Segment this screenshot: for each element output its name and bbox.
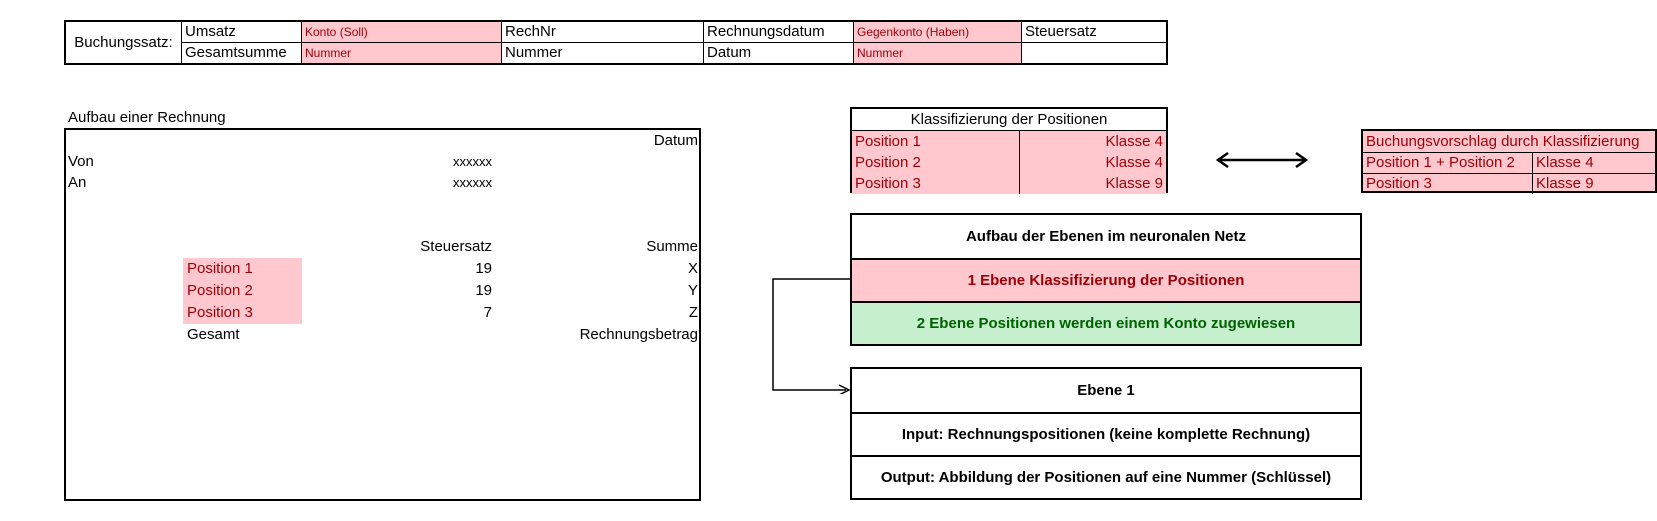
ebene1-box: Ebene 1 Input: Rechnungspositionen (kein… — [850, 367, 1362, 500]
booking-cell-rechnr-nummer: Nummer — [502, 42, 704, 63]
invoice-position-3-tax: 7 — [483, 304, 492, 321]
invoice-from-value: xxxxxx — [453, 154, 492, 169]
classification-row: Position 3 Klasse 9 — [852, 173, 1166, 194]
booking-table: Buchungssatz: Umsatz Konto (Soll) RechNr… — [64, 20, 1168, 65]
booking-cell-umsatz: Umsatz — [182, 22, 302, 43]
layers-box: Aufbau der Ebenen im neuronalen Netz 1 E… — [850, 213, 1362, 346]
ebene1-output: Output: Abbildung der Positionen auf ein… — [852, 455, 1360, 498]
invoice-total-label: Gesamt — [187, 326, 240, 343]
tax-header: Steuersatz — [420, 238, 492, 255]
classification-position: Position 3 — [852, 173, 1020, 194]
classification-class: Klasse 9 — [1105, 175, 1163, 192]
booking-cell-rechnr: RechNr — [502, 22, 704, 43]
invoice-position-2-tax: 19 — [475, 282, 492, 299]
invoice-to-value: xxxxxx — [453, 175, 492, 190]
sum-header: Summe — [646, 238, 698, 255]
connector-arrow-icon — [772, 278, 851, 394]
booking-cell-konto-nummer: Nummer — [302, 42, 502, 63]
invoice-total-value: Rechnungsbetrag — [579, 326, 698, 343]
booking-cell-gesamtsumme: Gesamtsumme — [182, 42, 302, 63]
classification-title: Klassifizierung der Positionen — [852, 109, 1166, 131]
suggestion-class: Klasse 4 — [1536, 154, 1594, 171]
invoice-position-3-sum: Z — [688, 304, 698, 321]
invoice-from-label: Von — [68, 153, 94, 170]
invoice-box: Datum Von xxxxxx An xxxxxx Steuersatz Su… — [64, 128, 701, 501]
invoice-position-3: Position 3 — [183, 302, 302, 324]
classification-class: Klasse 4 — [1105, 154, 1163, 171]
booking-cell-gegenkonto: Gegenkonto (Haben) — [854, 22, 1022, 43]
suggestion-position: Position 1 + Position 2 — [1363, 153, 1533, 173]
invoice-position-2-sum: Y — [687, 282, 698, 299]
booking-cell-steuersatz: Steuersatz — [1025, 23, 1097, 40]
layer-1: 1 Ebene Klassifizierung der Positionen — [852, 258, 1360, 301]
classification-position: Position 2 — [852, 152, 1020, 173]
invoice-position-1-tax: 19 — [475, 260, 492, 277]
invoice-position-1: Position 1 — [183, 258, 302, 280]
classification-position: Position 1 — [852, 131, 1020, 152]
layer-2: 2 Ebene Positionen werden einem Konto zu… — [852, 301, 1360, 344]
invoice-position-1-sum: X — [687, 260, 698, 277]
booking-cell-gegenkonto-nummer: Nummer — [854, 42, 1022, 63]
double-arrow-icon — [1215, 151, 1309, 169]
booking-cell-konto-soll: Konto (Soll) — [302, 22, 502, 43]
invoice-position-2: Position 2 — [183, 280, 302, 302]
invoice-title: Aufbau einer Rechnung — [68, 109, 226, 126]
booking-cell-datum: Datum — [704, 42, 854, 63]
suggestion-table: Buchungsvorschlag durch Klassifizierung … — [1361, 129, 1657, 194]
ebene1-title: Ebene 1 — [1077, 382, 1135, 399]
booking-cell-rechnungsdatum: Rechnungsdatum — [704, 22, 854, 43]
invoice-to-label: An — [68, 174, 87, 191]
classification-row: Position 1 Klasse 4 — [852, 131, 1166, 152]
suggestion-position: Position 3 — [1363, 174, 1533, 194]
suggestion-title: Buchungsvorschlag durch Klassifizierung — [1363, 131, 1655, 153]
classification-class: Klasse 4 — [1105, 133, 1163, 150]
booking-cell-steuersatz-value — [1022, 42, 1166, 63]
ebene1-input: Input: Rechnungspositionen (keine komple… — [852, 412, 1360, 455]
invoice-date: Datum — [653, 132, 698, 149]
classification-row: Position 2 Klasse 4 — [852, 152, 1166, 173]
suggestion-row: Position 1 + Position 2 Klasse 4 — [1363, 153, 1655, 173]
classification-table: Klassifizierung der Positionen Position … — [850, 107, 1168, 194]
suggestion-row: Position 3 Klasse 9 — [1363, 173, 1655, 194]
booking-label: Buchungssatz: — [66, 22, 182, 63]
layers-title: Aufbau der Ebenen im neuronalen Netz — [965, 228, 1247, 245]
suggestion-class: Klasse 9 — [1536, 175, 1594, 192]
